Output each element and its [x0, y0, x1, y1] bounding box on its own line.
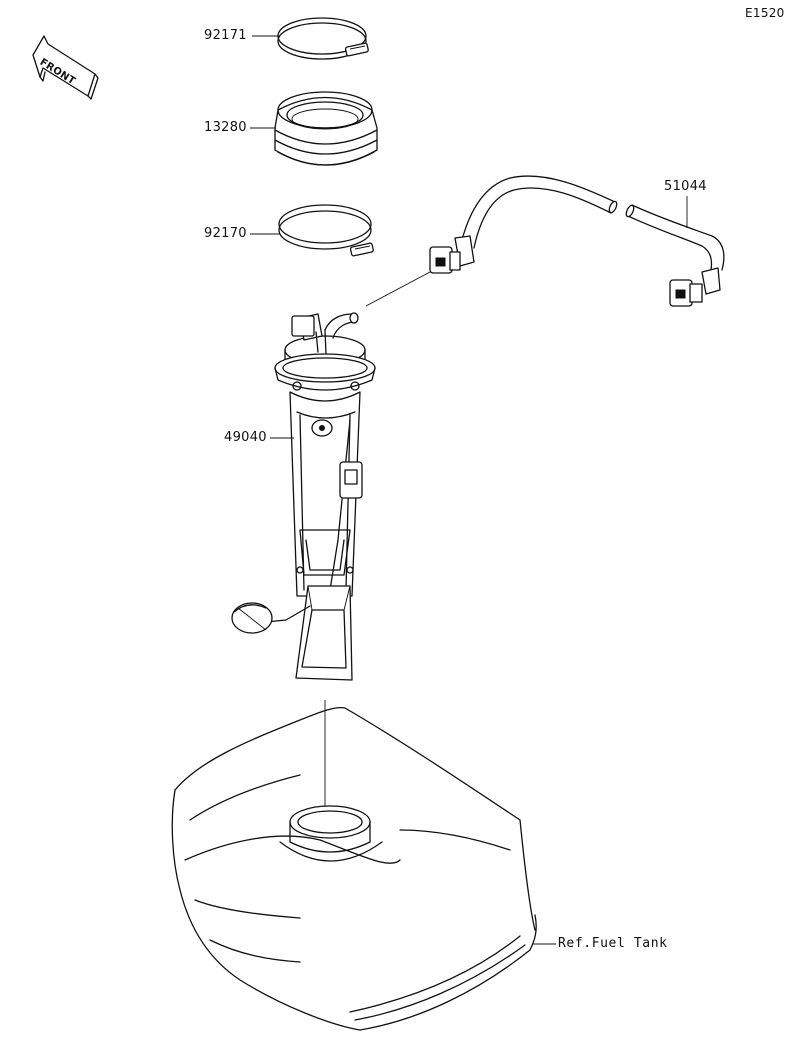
- grommet-13280: [274, 91, 378, 166]
- leader-lines: [250, 35, 688, 945]
- fuel-pump-49040: [231, 312, 376, 681]
- callout-92170: 92170: [204, 226, 247, 241]
- callout-51044: 51044: [664, 179, 707, 194]
- clamp-92171: [277, 17, 369, 60]
- callout-92171: 92171: [204, 28, 247, 43]
- fuel-hose-51044: [429, 175, 725, 307]
- front-arrow-icon: [32, 35, 99, 100]
- callout-49040: 49040: [224, 430, 267, 445]
- clamp-92170: [278, 204, 374, 257]
- fuel-tank: [171, 706, 537, 1031]
- callout-13280: 13280: [204, 120, 247, 135]
- diagram-code: E1520: [745, 6, 785, 20]
- callout-ref-fuel-tank: Ref.Fuel Tank: [558, 936, 668, 951]
